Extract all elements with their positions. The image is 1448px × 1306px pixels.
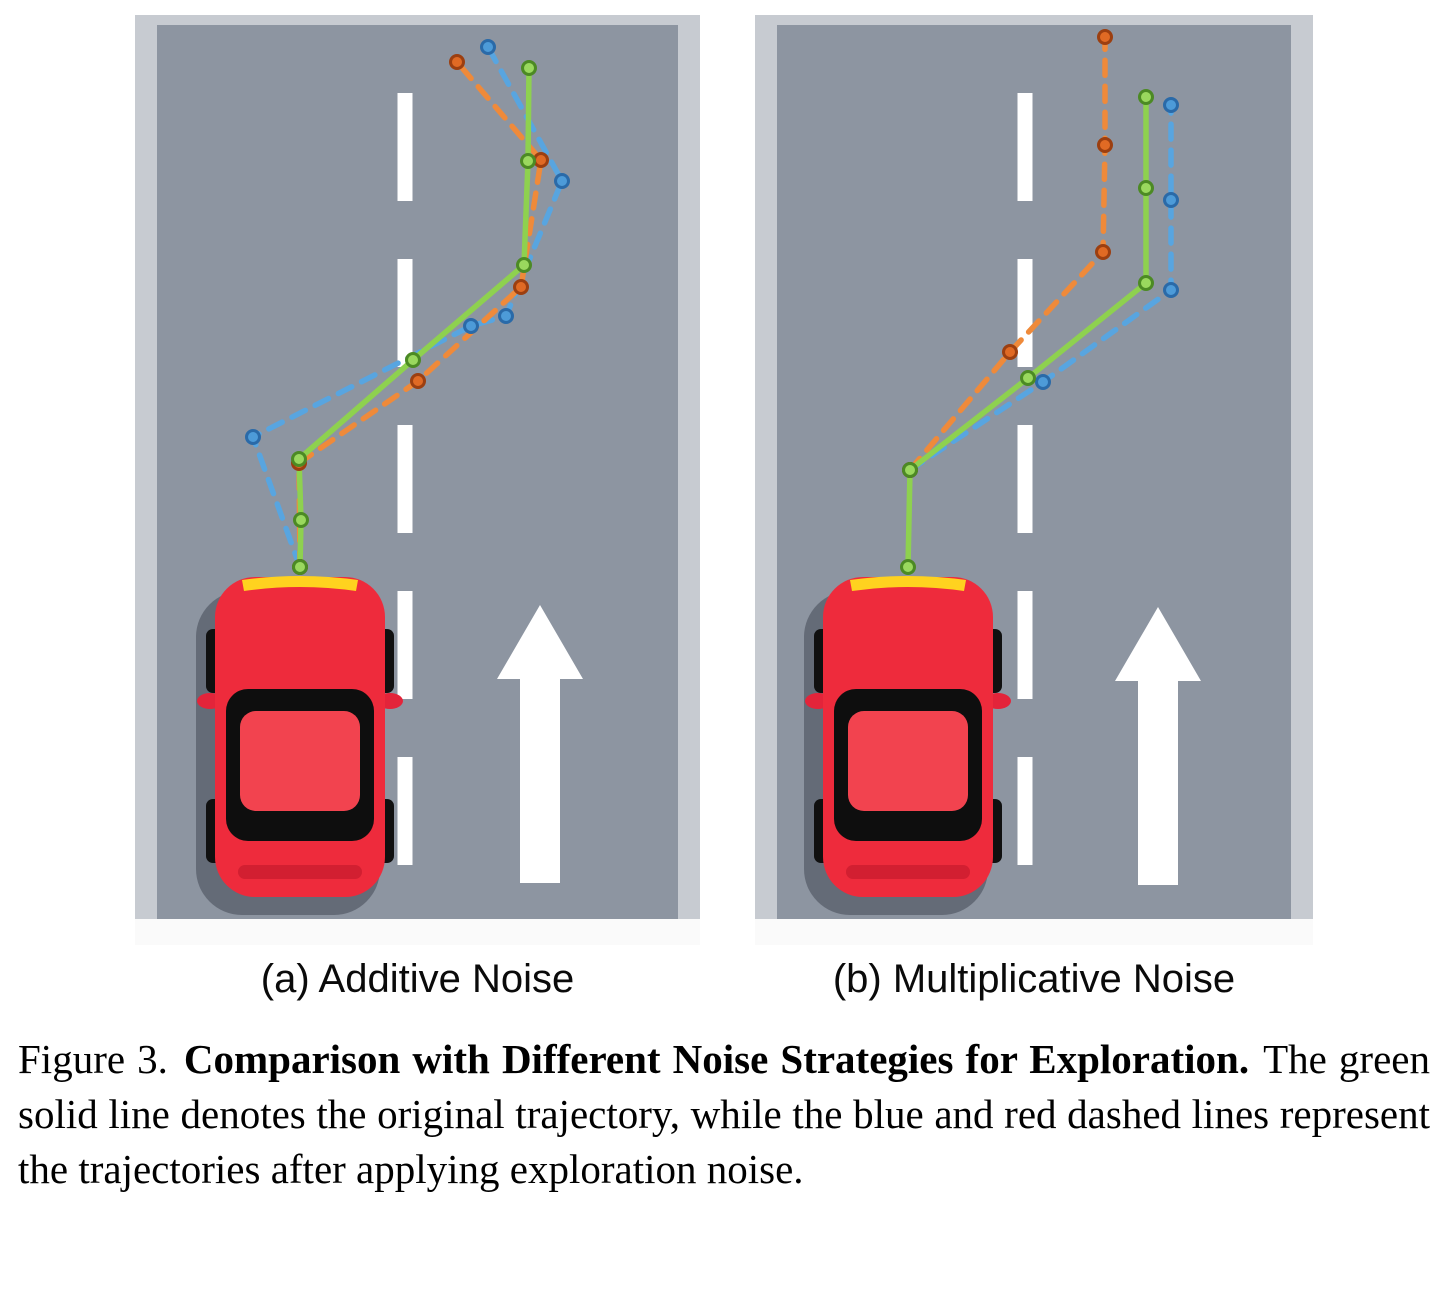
road-scene-multiplicative: [755, 15, 1313, 945]
trajectories-group: [245, 39, 570, 575]
original-trajectory-waypoint: [293, 512, 309, 528]
blue-noise-trajectory-waypoint: [1163, 97, 1179, 113]
blue-noise-trajectory-waypoint: [463, 318, 479, 334]
red-noise-trajectory-waypoint: [1097, 137, 1113, 153]
blue-noise-trajectory-waypoint: [1035, 374, 1051, 390]
car-icon: [196, 576, 403, 915]
right-curb: [1291, 15, 1313, 945]
blue-noise-trajectory-waypoint: [245, 429, 261, 445]
right-curb: [678, 15, 700, 945]
original-trajectory-waypoint: [1020, 370, 1036, 386]
blue-noise-trajectory-waypoint: [480, 39, 496, 55]
red-noise-trajectory-waypoint: [1002, 344, 1018, 360]
panel-multiplicative-noise: (b) Multiplicative Noise: [755, 15, 1313, 1002]
blue-noise-trajectory-waypoint: [1163, 282, 1179, 298]
road-scene-additive: [135, 15, 700, 945]
panel-b-caption: (b) Multiplicative Noise: [832, 957, 1236, 1001]
road-top-edge: [755, 15, 1313, 25]
original-trajectory-waypoint: [1138, 180, 1154, 196]
red-noise-trajectory-waypoint: [1097, 29, 1113, 45]
trajectories-group: [900, 29, 1179, 575]
original-trajectory-waypoint: [520, 153, 536, 169]
blue-noise-trajectory-waypoint: [1163, 192, 1179, 208]
red-noise-trajectory-waypoint: [533, 152, 549, 168]
blue-noise-trajectory-waypoint: [498, 308, 514, 324]
original-trajectory-waypoint: [405, 352, 421, 368]
left-curb: [135, 15, 157, 945]
red-noise-trajectory-waypoint: [1095, 244, 1111, 260]
car-icon: [804, 576, 1011, 915]
figure-3: (a) Additive Noise (b) Multiplicative No…: [0, 15, 1448, 1197]
red-noise-trajectory-waypoint: [410, 373, 426, 389]
figure-number: Figure 3.: [18, 1036, 168, 1082]
original-trajectory-waypoint: [292, 559, 308, 575]
panel-a-caption: (a) Additive Noise: [260, 957, 575, 1001]
road-bottom-strip: [135, 919, 700, 945]
original-trajectory-waypoint: [902, 462, 918, 478]
road-bottom-strip: [755, 919, 1313, 945]
original-trajectory-waypoint: [516, 257, 532, 273]
original-trajectory-waypoint: [1138, 275, 1154, 291]
original-trajectory-line: [905, 94, 1149, 570]
original-trajectory-waypoint: [900, 559, 916, 575]
red-noise-trajectory-waypoint: [449, 54, 465, 70]
caption-body-text: The green solid line denotes the origina…: [18, 1036, 1430, 1192]
road-top-edge: [135, 15, 700, 25]
left-curb: [755, 15, 777, 945]
original-trajectory-waypoint: [521, 60, 537, 76]
original-trajectory-waypoint: [291, 451, 307, 467]
blue-noise-trajectory-line: [250, 44, 565, 570]
blue-noise-trajectory-waypoint: [554, 173, 570, 189]
original-trajectory-waypoint: [1138, 89, 1154, 105]
panels-row: (a) Additive Noise (b) Multiplicative No…: [0, 15, 1448, 1002]
caption-bold-title: Comparison with Different Noise Strategi…: [183, 1036, 1250, 1082]
panel-additive-noise: (a) Additive Noise: [135, 15, 700, 1002]
red-noise-trajectory-waypoint: [513, 279, 529, 295]
figure-caption: Figure 3. Comparison with Different Noise…: [18, 1032, 1430, 1197]
